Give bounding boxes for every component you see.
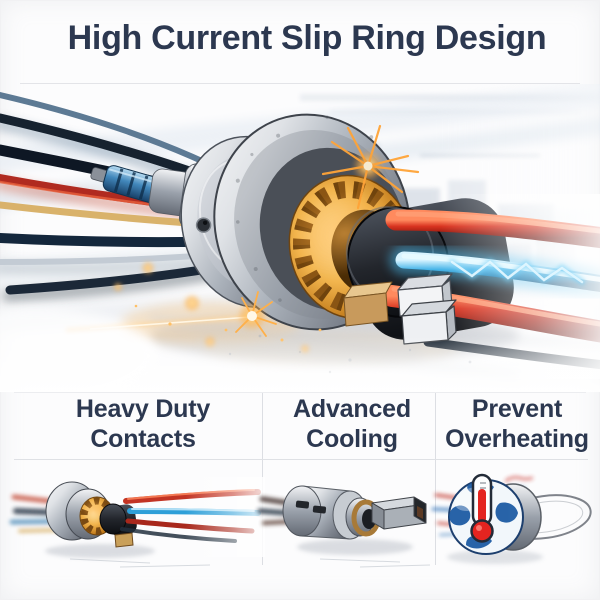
thumb-advanced-cooling <box>257 485 431 568</box>
feature-label-line: Prevent <box>471 395 563 423</box>
spark-starburst <box>321 124 420 210</box>
feature-label-line: Heavy Duty <box>75 395 211 423</box>
bronze-contact-block <box>343 281 393 327</box>
feature-label-prevent-overheating: Prevent Overheating <box>407 394 600 454</box>
corner-fade <box>0 308 156 392</box>
column-divider-2 <box>435 393 436 565</box>
feature-thumbnails-graphic <box>9 473 592 568</box>
label-thumb-divider <box>14 459 588 460</box>
mini-contact-block <box>114 532 134 548</box>
feature-thumbnails <box>0 459 600 600</box>
section-top-divider <box>14 392 586 393</box>
feature-label-line: Advanced <box>293 395 411 423</box>
contact-blocks <box>343 273 457 345</box>
square-output-tube <box>371 496 427 530</box>
feature-label-line: Contacts <box>90 425 196 453</box>
main-illustration <box>0 84 600 392</box>
electric-arc-icon <box>449 258 585 285</box>
slip-ring-hero-graphic <box>0 84 600 392</box>
thumb-prevent-overheating <box>431 473 592 564</box>
thermometer-icon <box>470 473 494 543</box>
cooling-vent-slots <box>295 500 327 514</box>
feature-label-line: Cooling <box>306 425 398 453</box>
page-title: High Current Slip Ring Design <box>67 19 547 57</box>
bolt <box>195 217 212 233</box>
feature-label-advanced-cooling: Advanced Cooling <box>242 394 462 454</box>
thumb-heavy-duty-contacts <box>9 477 265 568</box>
feature-label-heavy-duty-contacts: Heavy Duty Contacts <box>33 394 253 454</box>
feature-label-line: Overheating <box>445 425 589 453</box>
title-divider <box>20 83 580 84</box>
